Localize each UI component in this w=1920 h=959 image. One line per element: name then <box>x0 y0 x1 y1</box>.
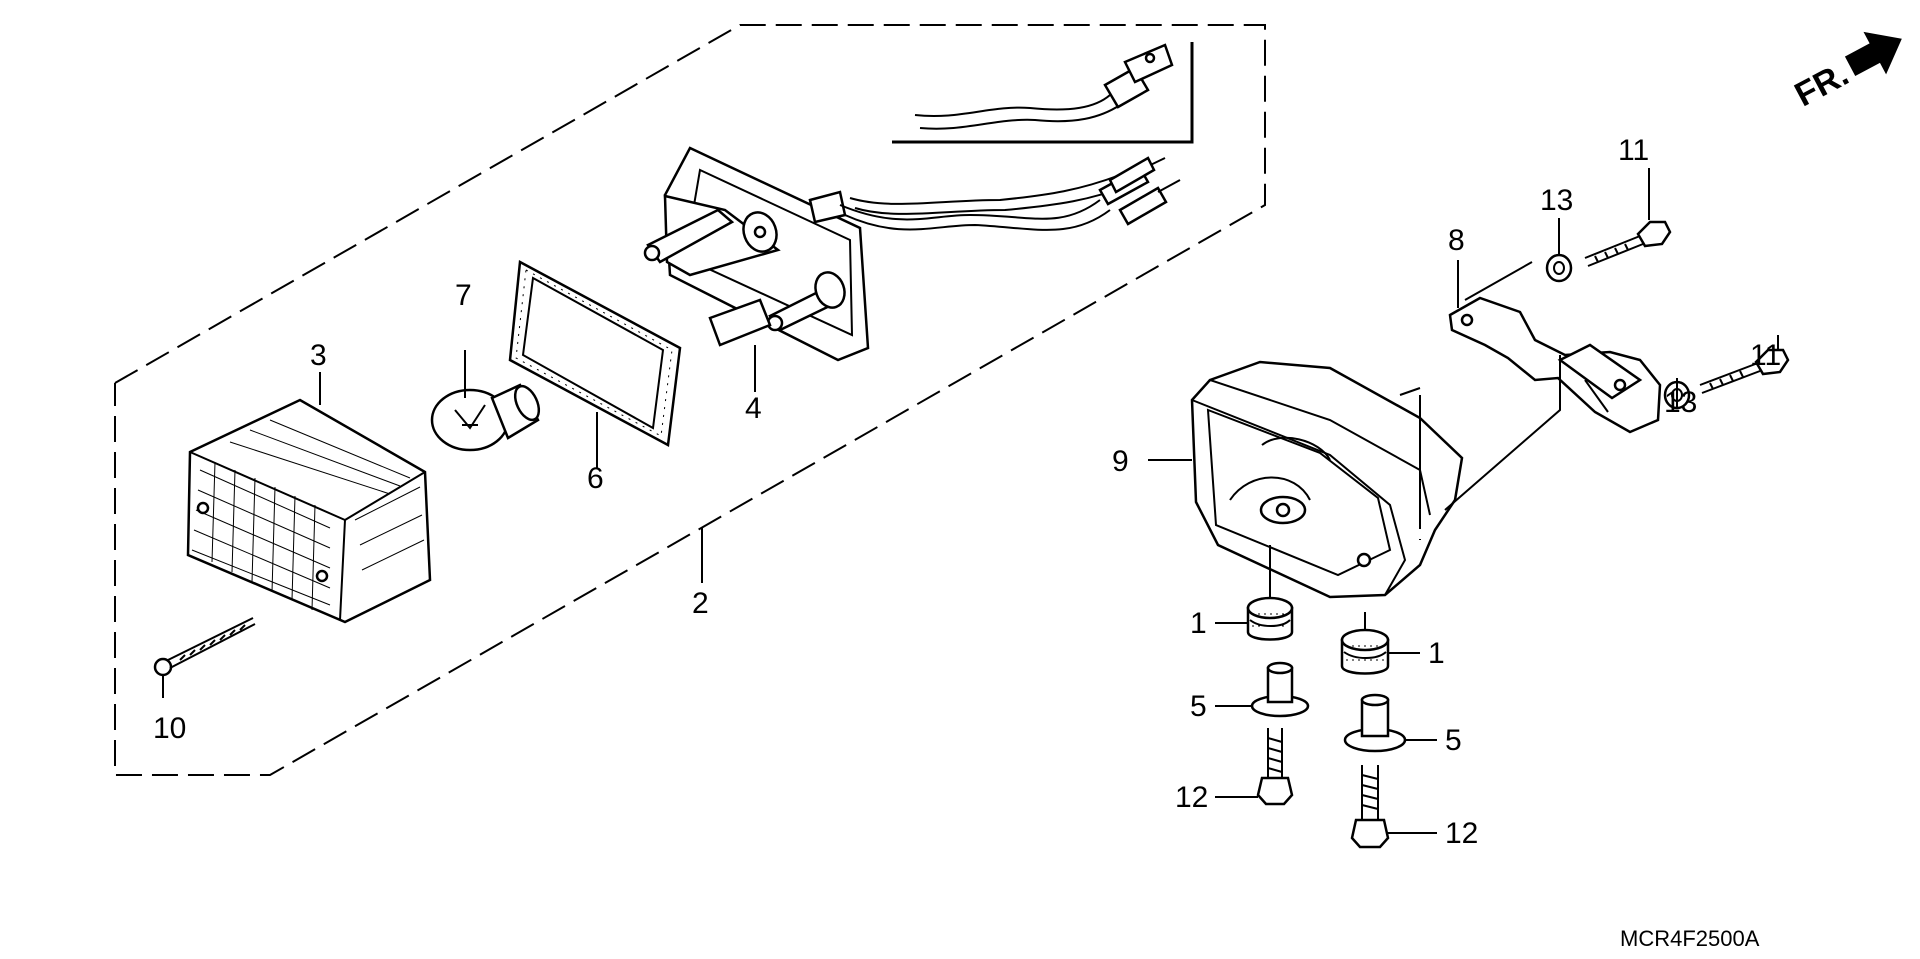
gasket-part-6 <box>508 260 682 447</box>
screw-part-10 <box>153 617 256 677</box>
callout-5-left: 5 <box>1190 690 1207 723</box>
callout-1-left: 1 <box>1190 607 1207 640</box>
front-direction-indicator: FR. <box>1789 31 1902 114</box>
socket-base-part-4 <box>643 146 870 362</box>
connector-inset <box>892 42 1194 144</box>
callout-10: 10 <box>153 712 186 745</box>
front-arrow-icon <box>1844 31 1902 76</box>
front-direction-label: FR. <box>1789 55 1855 114</box>
collar-part-5-left <box>1250 661 1310 718</box>
bolt-part-12-right <box>1350 765 1390 849</box>
callout-labels: 3 7 6 4 2 10 9 8 13 11 11 13 1 1 5 5 12 … <box>153 134 1781 850</box>
callout-12-right: 12 <box>1445 817 1478 850</box>
washer-part-13-upper <box>1545 253 1573 283</box>
callout-9: 9 <box>1112 445 1129 478</box>
housing-part-9 <box>1190 360 1464 599</box>
drawing-code: MCR4F2500A <box>1620 926 1760 951</box>
callout-13-upper: 13 <box>1540 184 1573 217</box>
callout-7: 7 <box>455 279 472 312</box>
callout-3: 3 <box>310 339 327 372</box>
bolt-part-11-upper <box>1584 220 1672 267</box>
grommet-part-1-left <box>1246 596 1294 641</box>
collar-part-5-right <box>1343 693 1407 753</box>
callout-8: 8 <box>1448 224 1465 257</box>
bolt-part-11-lower <box>1699 348 1790 394</box>
callout-5-right: 5 <box>1445 724 1462 757</box>
callout-2: 2 <box>692 587 709 620</box>
callout-12-left: 12 <box>1175 781 1208 814</box>
callout-1-right: 1 <box>1428 637 1445 670</box>
assembly-boundary-2 <box>114 24 1266 776</box>
bolt-part-12-left <box>1256 728 1294 806</box>
bracket-part-8 <box>1448 296 1662 434</box>
callout-11-upper: 11 <box>1618 134 1649 167</box>
callout-4: 4 <box>745 392 762 425</box>
callout-6: 6 <box>587 462 604 495</box>
callout-13-lower: 13 <box>1664 386 1697 419</box>
wire-harness <box>839 156 1181 231</box>
lens-part-3 <box>186 398 432 624</box>
leader-lines <box>162 168 1779 834</box>
bulb-part-7 <box>430 383 541 452</box>
grommet-part-1-right <box>1340 628 1390 675</box>
callout-11-lower: 11 <box>1750 339 1781 372</box>
